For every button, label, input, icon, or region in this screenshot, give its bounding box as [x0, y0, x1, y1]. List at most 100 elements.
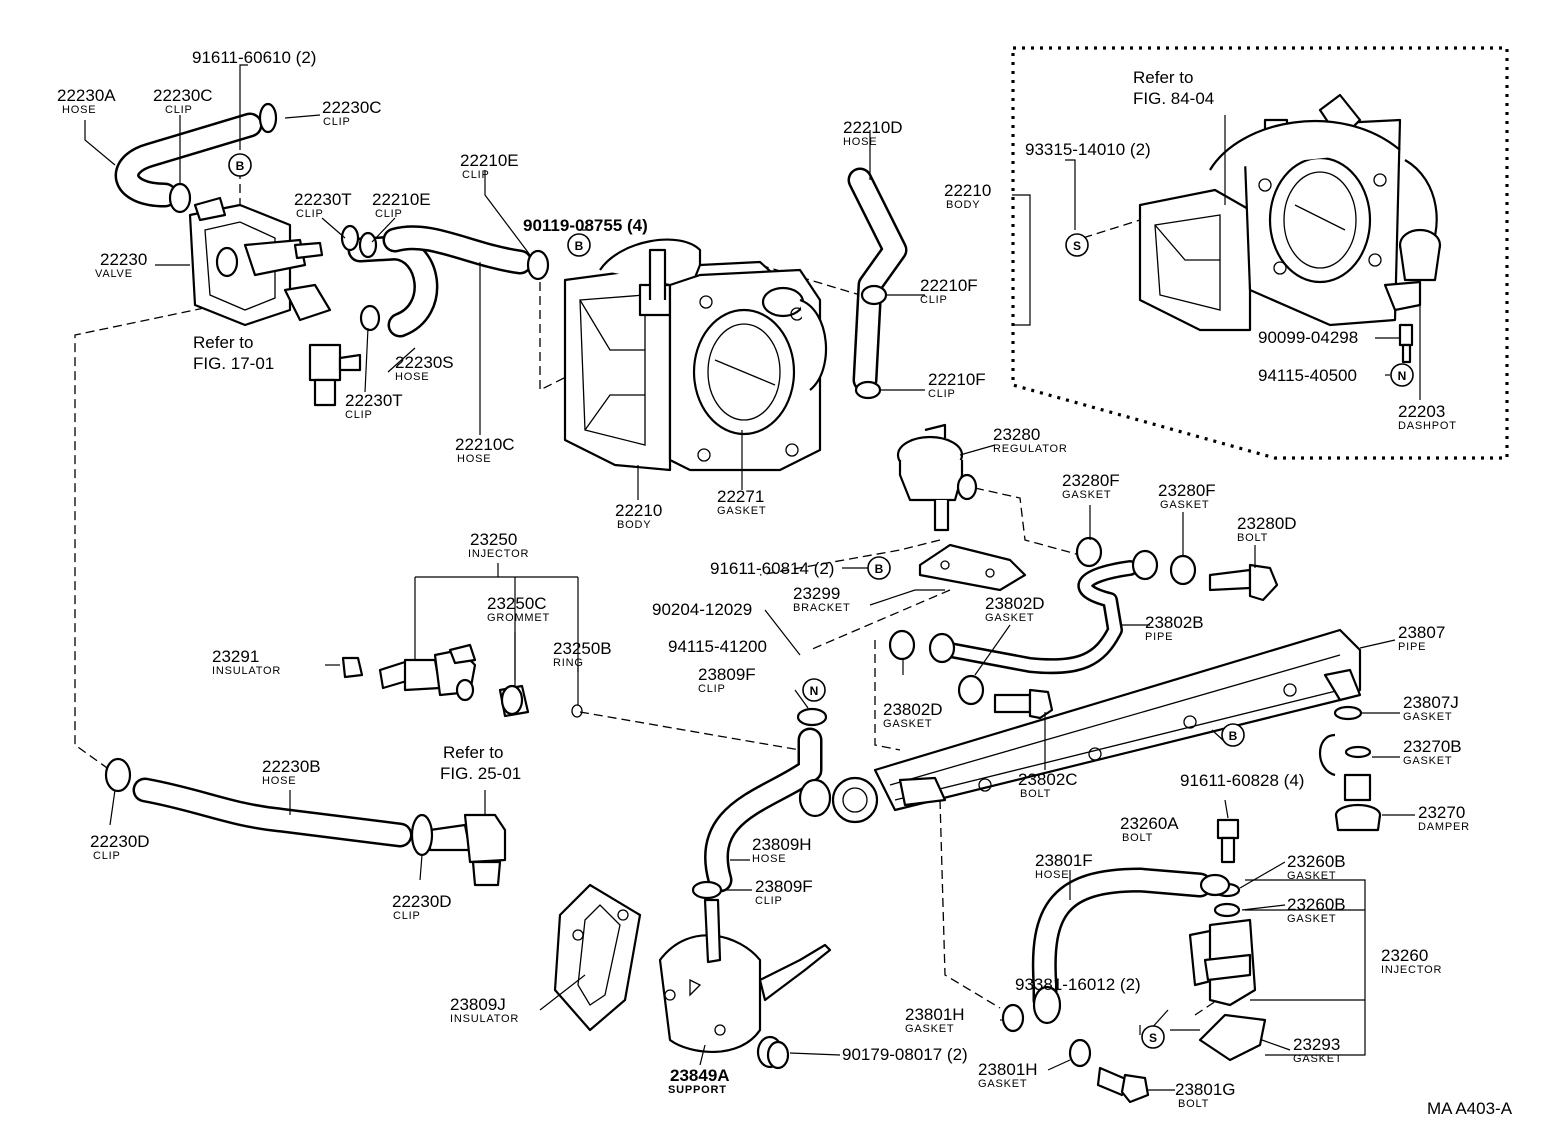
- svg-text:23801F: 23801F: [1035, 851, 1093, 870]
- svg-text:23250C: 23250C: [487, 594, 547, 613]
- svg-text:23802B: 23802B: [1145, 613, 1204, 632]
- svg-text:23260B: 23260B: [1287, 895, 1346, 914]
- pulsation-damper[interactable]: [1319, 733, 1382, 832]
- svg-text:GASKET: GASKET: [883, 718, 932, 730]
- throttle-body[interactable]: [563, 238, 828, 472]
- marker-b-1: B: [228, 153, 252, 177]
- cold-start-injector[interactable]: [1032, 873, 1267, 1062]
- svg-text:22230A: 22230A: [57, 86, 116, 105]
- fuel-injector[interactable]: [378, 643, 477, 702]
- svg-text:PIPE: PIPE: [1398, 641, 1426, 653]
- svg-text:N: N: [810, 684, 819, 698]
- svg-text:CLIP: CLIP: [928, 388, 956, 400]
- svg-text:23270: 23270: [1418, 803, 1465, 822]
- svg-text:GASKET: GASKET: [905, 1023, 954, 1035]
- svg-text:23807J: 23807J: [1403, 693, 1459, 712]
- insulator-23291[interactable]: [341, 656, 364, 679]
- throttle-body-alt[interactable]: [1138, 93, 1438, 332]
- pipe-23802B[interactable]: [928, 549, 1159, 675]
- code-90099-04298: 90099-04298: [1258, 328, 1358, 347]
- pressure-regulator[interactable]: [896, 423, 978, 532]
- svg-text:S: S: [1073, 239, 1081, 253]
- svg-text:BOLT: BOLT: [1020, 788, 1051, 800]
- fitting-25-01[interactable]: [428, 813, 507, 887]
- svg-text:B: B: [575, 239, 584, 253]
- code-94115-40500: 94115-40500: [1258, 366, 1357, 385]
- svg-text:BOLT: BOLT: [1178, 1098, 1209, 1110]
- svg-text:B: B: [875, 562, 884, 576]
- bolt-23802C[interactable]: [993, 688, 1054, 720]
- hose-22230A[interactable]: [114, 112, 263, 208]
- clips[interactable]: [104, 102, 888, 900]
- svg-text:22230C: 22230C: [153, 86, 213, 105]
- svg-text:22230D: 22230D: [90, 832, 150, 851]
- figure-code: MA A403-A: [1427, 1099, 1513, 1118]
- svg-text:23809J: 23809J: [450, 995, 506, 1014]
- ref-fig-25-01: Refer to FIG. 25-01: [440, 743, 521, 783]
- svg-text:23250: 23250: [470, 530, 517, 549]
- bolt-90099-04298[interactable]: [1398, 323, 1414, 364]
- support-23849A[interactable]: [658, 898, 832, 1054]
- svg-text:GASKET: GASKET: [1403, 711, 1452, 723]
- bolt-23801G[interactable]: [1096, 1066, 1150, 1104]
- svg-text:22230D: 22230D: [392, 892, 452, 911]
- delivery-pipe[interactable]: [798, 628, 1362, 824]
- svg-text:22230C: 22230C: [322, 98, 382, 117]
- code-90119-08755: 90119-08755 (4): [523, 216, 648, 235]
- hose-23801F[interactable]: [1031, 867, 1213, 1013]
- hose-22210C[interactable]: [382, 225, 533, 275]
- marker-s-2: S: [1141, 1025, 1165, 1049]
- svg-text:N: N: [1398, 369, 1407, 383]
- hose-22210D[interactable]: [847, 167, 908, 393]
- grommet-90179-08017[interactable]: [756, 1035, 790, 1070]
- bolt-23260A[interactable]: [1216, 818, 1240, 864]
- svg-text:REGULATOR: REGULATOR: [993, 443, 1068, 455]
- svg-text:HOSE: HOSE: [262, 775, 296, 787]
- svg-text:PIPE: PIPE: [1145, 631, 1173, 643]
- svg-text:22210F: 22210F: [928, 370, 986, 389]
- marker-b-3: B: [867, 556, 891, 580]
- dashpot[interactable]: [1383, 228, 1442, 400]
- hose-23809H[interactable]: [704, 727, 823, 893]
- hose-22230B[interactable]: [132, 777, 413, 848]
- svg-text:SUPPORT: SUPPORT: [668, 1084, 727, 1096]
- insulator-23809J[interactable]: [553, 883, 642, 1032]
- svg-text:BRACKET: BRACKET: [793, 602, 851, 614]
- bracket-23299[interactable]: [918, 543, 1027, 592]
- svg-text:22210: 22210: [944, 181, 991, 200]
- svg-text:Refer to: Refer to: [1133, 68, 1193, 87]
- svg-text:BOLT: BOLT: [1237, 532, 1268, 544]
- svg-text:GASKET: GASKET: [1287, 913, 1336, 925]
- svg-text:23802D: 23802D: [985, 594, 1045, 613]
- svg-text:GASKET: GASKET: [1287, 870, 1336, 882]
- gaskets[interactable]: [571, 536, 1372, 1068]
- svg-text:HOSE: HOSE: [1035, 869, 1069, 881]
- grommet-23250C[interactable]: [498, 684, 530, 718]
- air-valve[interactable]: [188, 196, 332, 327]
- bolt-23280D[interactable]: [1208, 563, 1279, 602]
- fitting-17-01[interactable]: [308, 343, 362, 407]
- svg-text:GASKET: GASKET: [1062, 489, 1111, 501]
- marker-s-1: S: [1065, 233, 1089, 257]
